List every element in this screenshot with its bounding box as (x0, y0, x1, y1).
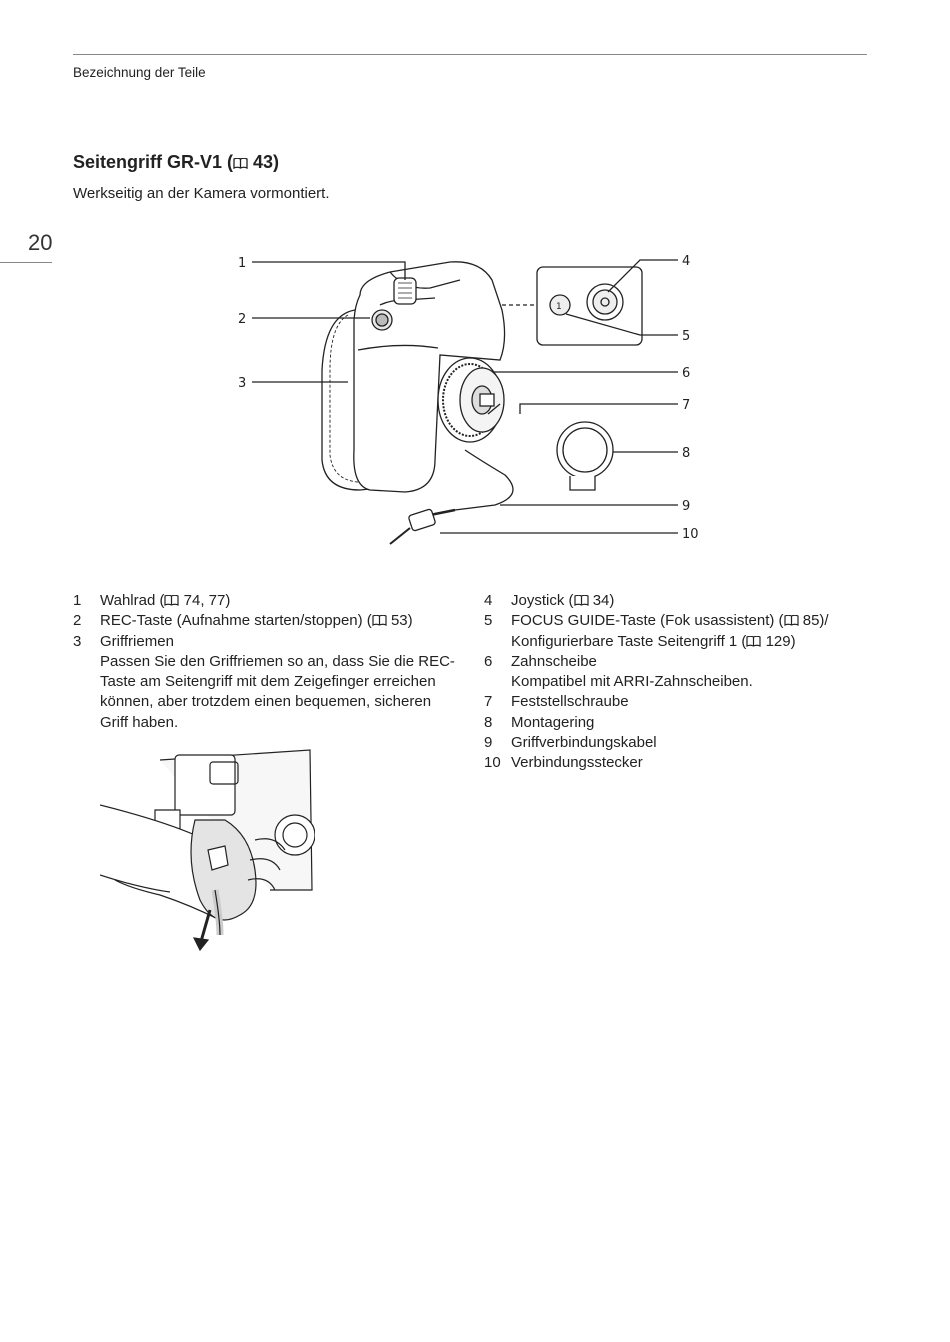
section-title: Seitengriff GR-V1 ( 43) (73, 152, 279, 173)
list-item: 9 Griffverbindungskabel (484, 734, 657, 752)
list-item: 1 Wahlrad ( 74, 77) (73, 592, 231, 609)
callout-8: 8 (682, 446, 690, 461)
page-number: 20 (28, 230, 53, 255)
running-title: Bezeichnung der Teile (73, 65, 206, 80)
list-item-note: Kompatibel mit ARRI-Zahnscheiben. (511, 673, 753, 691)
list-item: 2 REC-Taste (Aufnahme starten/stoppen) (… (73, 612, 413, 630)
parts-list-left: 1 Wahlrad ( 74, 77) 2 REC-Taste (Aufnahm… (73, 591, 463, 733)
callout-9: 9 (682, 499, 690, 514)
callout-1: 1 (238, 256, 246, 271)
book-icon (783, 615, 799, 627)
parts-list-right: 4 Joystick ( 34) 5 FOCUS GUIDE-Taste (Fo… (484, 591, 874, 774)
list-item: 7 Feststellschraube (484, 693, 629, 711)
list-item: 8 Montagering (484, 713, 595, 731)
callout-5: 5 (682, 329, 690, 344)
book-icon (372, 615, 387, 627)
header-rule (73, 54, 867, 55)
list-item: 3 Griffriemen Passen Sie den Griffriemen… (73, 632, 455, 731)
section-title-ref: 43) (253, 152, 280, 172)
list-item: 6 Zahnscheibe Kompatibel mit ARRI-Zahnsc… (484, 652, 753, 691)
callout-10: 10 (682, 527, 699, 542)
callout-3: 3 (238, 376, 246, 391)
grip-illustration: 1 2 3 4 5 6 7 8 9 10 1 (238, 254, 699, 545)
list-item: 10 Verbindungsstecker (484, 754, 643, 772)
hand-strap-illustration (100, 749, 315, 952)
callout-7: 7 (682, 398, 690, 413)
callout-2: 2 (238, 312, 246, 327)
list-item: 5 FOCUS GUIDE-Taste (Fok usassistent) ( … (484, 612, 829, 650)
section-title-text: Seitengriff GR-V1 ( (73, 152, 234, 172)
callout-4: 4 (682, 254, 690, 269)
page-number-rule (0, 262, 52, 263)
callout-6: 6 (682, 366, 690, 381)
section-subtitle: Werkseitig an der Kamera vormontiert. (73, 185, 330, 202)
inset-button-label: 1 (556, 302, 562, 312)
list-item: 4 Joystick ( 34) (484, 592, 615, 609)
book-icon (746, 635, 762, 647)
book-icon (233, 158, 248, 169)
list-item-note: Passen Sie den Griffriemen so an, dass S… (100, 652, 455, 731)
book-icon (164, 595, 180, 606)
book-icon (573, 595, 589, 606)
